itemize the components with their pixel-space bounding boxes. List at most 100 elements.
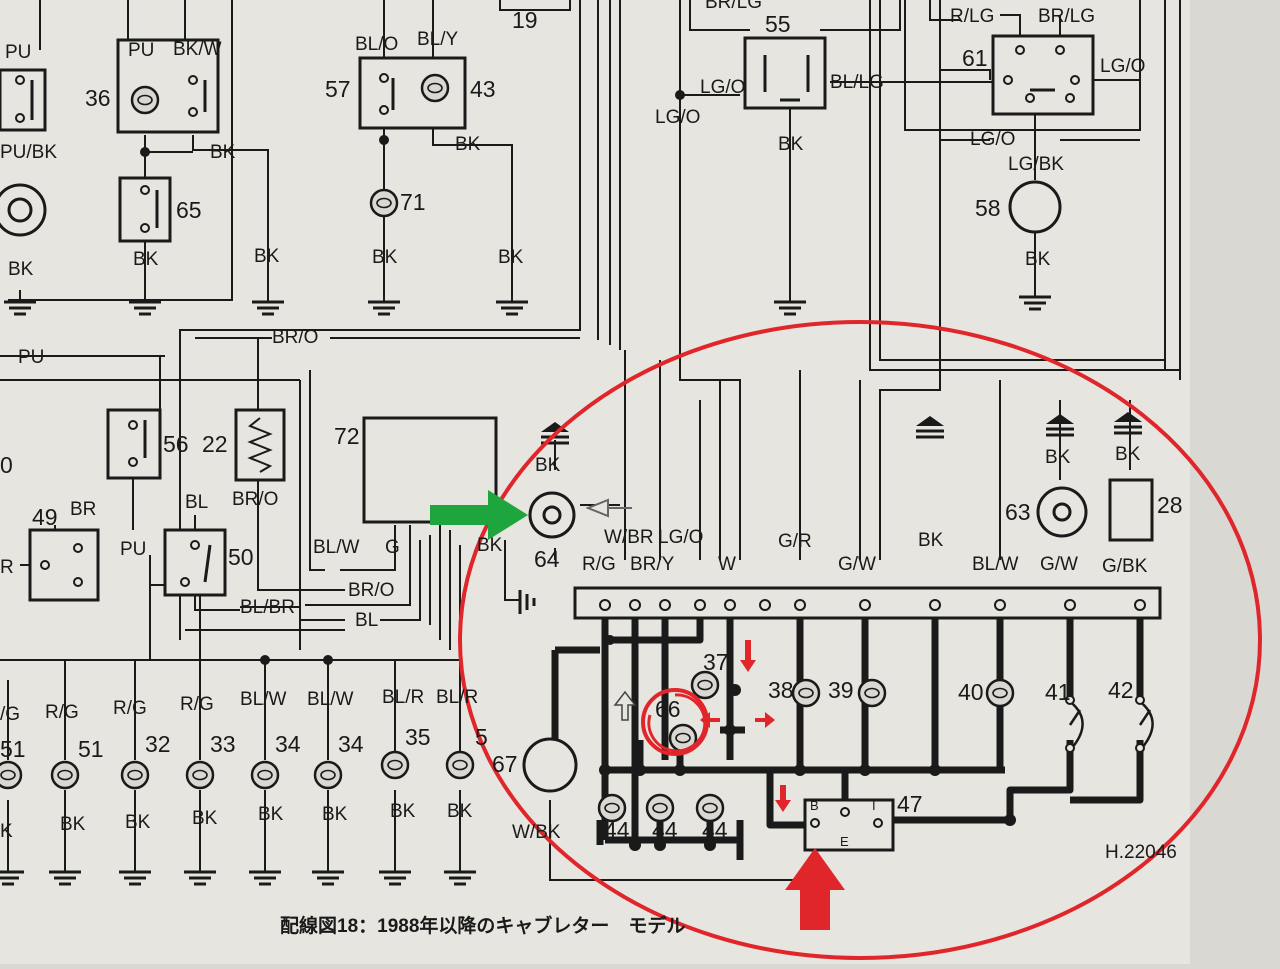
wire-color-label: BL/W: [307, 689, 354, 710]
wire-color-label: G/BK: [1102, 556, 1148, 577]
component-number-19: 19: [512, 7, 538, 33]
highlight-circle: [458, 320, 1262, 960]
wire-color-label: BK: [498, 247, 524, 268]
wire-color-label: BK: [1025, 249, 1051, 270]
terminal-b: B: [810, 798, 819, 813]
component-number-43: 43: [470, 76, 496, 102]
component-number-49: 49: [32, 504, 58, 530]
component-number-37: 37: [703, 649, 729, 675]
wire-color-label: W/BK: [512, 822, 561, 843]
wire-color-label: BK: [60, 814, 86, 835]
wire-color-label: G/W: [838, 554, 876, 575]
wire-color-label: LG/O: [700, 77, 745, 98]
wire-color-label: BK: [372, 247, 398, 268]
wire-color-label: BL/Y: [417, 29, 459, 50]
wire-color-label: BR/Y: [630, 554, 675, 575]
drawing-number: H.22046: [1105, 842, 1177, 863]
wire-color-label: BK: [125, 812, 151, 833]
wire-color-label: BL/BR: [240, 597, 295, 618]
outline-arrow-icon: [585, 498, 632, 518]
wire-color-label: BK: [8, 259, 34, 280]
component-number-35: 35: [405, 724, 431, 750]
thin-wires: [0, 0, 1181, 881]
wire-color-label: R/LG: [950, 6, 994, 27]
green-arrow-icon: [430, 490, 528, 540]
wire-color-label: W/BR: [604, 527, 654, 548]
component-number-40: 40: [958, 679, 984, 705]
wire-color-label: BK: [390, 801, 416, 822]
terminal-e: E: [840, 834, 849, 849]
component-number-34: 34: [338, 731, 364, 757]
wire-color-label: BK: [477, 535, 503, 556]
wire-color-label: BK: [258, 804, 284, 825]
wire-color-label: R: [0, 557, 14, 578]
wire-color-label: BL/O: [355, 34, 398, 55]
wire-color-label: W: [718, 554, 736, 575]
wire-color-label: BL: [185, 492, 208, 513]
wire-color-label: BR/LG: [1038, 6, 1095, 27]
component-number-65: 65: [176, 197, 202, 223]
wire-color-label: R/G: [582, 554, 616, 575]
figure-caption: 配線図18：1988年以降のキャブレター モデル: [280, 914, 685, 937]
wire-color-label: K: [0, 821, 13, 842]
component-number-66: 66: [655, 696, 681, 722]
wire-color-label: /G: [0, 704, 20, 725]
wire-color-label: BK: [133, 249, 159, 270]
component-number-32: 32: [145, 731, 171, 757]
wire-color-label: BL/LG: [830, 72, 884, 93]
wire-color-label: LG/O: [1100, 56, 1145, 77]
wire-color-label: R/G: [45, 702, 79, 723]
component-number-63: 63: [1005, 499, 1031, 525]
wire-color-label: R/G: [180, 694, 214, 715]
wire-color-label: BL/W: [313, 537, 360, 558]
component-number-42: 42: [1108, 677, 1134, 703]
component-number-5: 5: [475, 724, 488, 750]
component-number-33: 33: [210, 731, 236, 757]
wire-color-label: BL/R: [382, 687, 424, 708]
wire-color-label: BL: [355, 610, 378, 631]
component-number-28: 28: [1157, 492, 1183, 518]
wire-color-label: PU: [120, 539, 146, 560]
wire-color-label: BR/O: [348, 580, 394, 601]
component-number-44: 44: [604, 817, 630, 843]
component-number-56: 56: [163, 431, 189, 457]
wire-color-label: BK: [778, 134, 804, 155]
wire-color-label: PU: [5, 42, 31, 63]
component-number-55: 55: [765, 11, 791, 37]
component-number-38: 38: [768, 677, 794, 703]
wire-color-label: BR/O: [232, 489, 278, 510]
wire-color-label: PU: [18, 347, 44, 368]
component-number-34: 34: [275, 731, 301, 757]
wire-color-label: G/R: [778, 531, 812, 552]
wire-color-label: LG/O: [658, 527, 703, 548]
component-number-51: 51: [78, 736, 104, 762]
terminal-i: I: [872, 798, 876, 813]
component-number-22: 22: [202, 431, 228, 457]
wire-color-label: BR: [70, 499, 96, 520]
component-shapes: [0, 34, 1154, 852]
wire-color-label: BL/R: [436, 687, 478, 708]
component-number-44: 44: [652, 817, 678, 843]
wire-color-label: BL/W: [240, 689, 287, 710]
wire-color-label: PU/BK: [0, 142, 57, 163]
component-number-47: 47: [897, 791, 923, 817]
wire-color-label: R/G: [113, 698, 147, 719]
component-number-39: 39: [828, 677, 854, 703]
wire-color-label: G: [385, 537, 400, 558]
red-arrow-up-icon: [785, 848, 845, 930]
component-number-71: 71: [400, 189, 426, 215]
component-number-41: 41: [1045, 679, 1071, 705]
component-number-57: 57: [325, 76, 351, 102]
wire-color-label: PU: [128, 40, 154, 61]
component-number-50: 50: [228, 544, 254, 570]
wire-color-label: BK: [455, 134, 481, 155]
component-number-51: 51: [0, 736, 26, 762]
component-number-58: 58: [975, 195, 1001, 221]
wire-color-label: G/W: [1040, 554, 1078, 575]
wire-color-label: BK: [1115, 444, 1141, 465]
wire-color-label: BK: [918, 530, 944, 551]
wire-color-label: BK: [447, 801, 473, 822]
component-number-0: 0: [0, 452, 13, 478]
